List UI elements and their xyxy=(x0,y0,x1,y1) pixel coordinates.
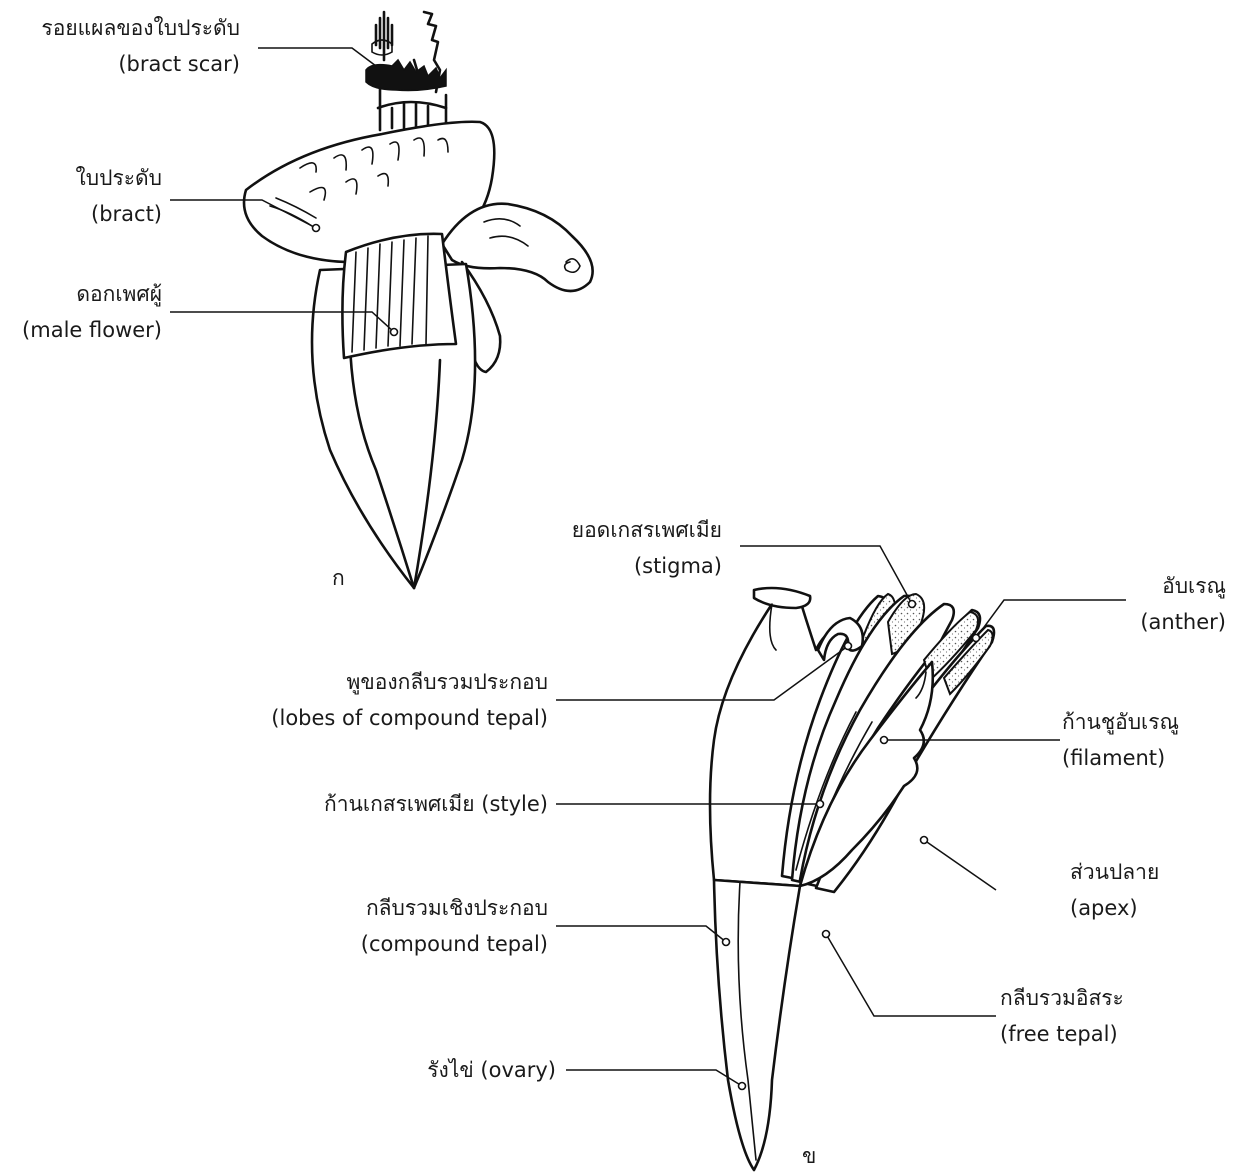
label-filament: ก้านชูอับเรณู (filament) xyxy=(1062,704,1179,776)
label-compound-tepal-en: (compound tepal) xyxy=(260,926,548,962)
label-bract-en: (bract) xyxy=(0,196,162,232)
figure-b-caption: ข xyxy=(802,1138,816,1174)
figure-b-drawing xyxy=(710,588,994,1170)
figure-a-caption: ก xyxy=(332,560,345,596)
label-stigma: ยอดเกสรเพศเมีย (stigma) xyxy=(480,512,722,584)
label-lobes-en: (lobes of compound tepal) xyxy=(200,700,548,736)
label-free-tepal-th: กลีบรวมอิสระ xyxy=(1000,980,1124,1016)
label-bract-scar-th: รอยแผลของใบประดับ xyxy=(0,10,240,46)
label-apex-th: ส่วนปลาย xyxy=(1070,854,1159,890)
label-lobes: พูของกลีบรวมประกอบ (lobes of compound te… xyxy=(200,664,548,736)
label-apex-en: (apex) xyxy=(1070,890,1159,926)
label-bract: ใบประดับ (bract) xyxy=(0,160,162,232)
label-male-flower-en: (male flower) xyxy=(0,312,162,348)
figure-a-drawing xyxy=(244,12,593,588)
label-filament-en: (filament) xyxy=(1062,740,1179,776)
label-compound-tepal-th: กลีบรวมเชิงประกอบ xyxy=(260,890,548,926)
bract-scar-mark xyxy=(366,60,446,91)
label-anther: อับเรณู (anther) xyxy=(1040,568,1226,640)
label-filament-th: ก้านชูอับเรณู xyxy=(1062,704,1179,740)
label-style: ก้านเกสรเพศเมีย (style) xyxy=(200,786,548,822)
label-bract-scar-en: (bract scar) xyxy=(0,46,240,82)
label-apex: ส่วนปลาย (apex) xyxy=(1070,854,1159,926)
label-stigma-en: (stigma) xyxy=(480,548,722,584)
label-free-tepal: กลีบรวมอิสระ (free tepal) xyxy=(1000,980,1124,1052)
label-male-flower-th: ดอกเพศผู้ xyxy=(0,276,162,312)
label-bract-scar: รอยแผลของใบประดับ (bract scar) xyxy=(0,10,240,82)
label-anther-th: อับเรณู xyxy=(1040,568,1226,604)
label-stigma-th: ยอดเกสรเพศเมีย xyxy=(480,512,722,548)
ovary-shape xyxy=(714,880,800,1170)
label-anther-en: (anther) xyxy=(1040,604,1226,640)
label-male-flower: ดอกเพศผู้ (male flower) xyxy=(0,276,162,348)
label-ovary: รังไข่ (ovary) xyxy=(300,1052,556,1088)
male-flower-body xyxy=(312,234,500,588)
label-bract-th: ใบประดับ xyxy=(0,160,162,196)
label-free-tepal-en: (free tepal) xyxy=(1000,1016,1124,1052)
label-compound-tepal: กลีบรวมเชิงประกอบ (compound tepal) xyxy=(260,890,548,962)
label-lobes-th: พูของกลีบรวมประกอบ xyxy=(200,664,548,700)
